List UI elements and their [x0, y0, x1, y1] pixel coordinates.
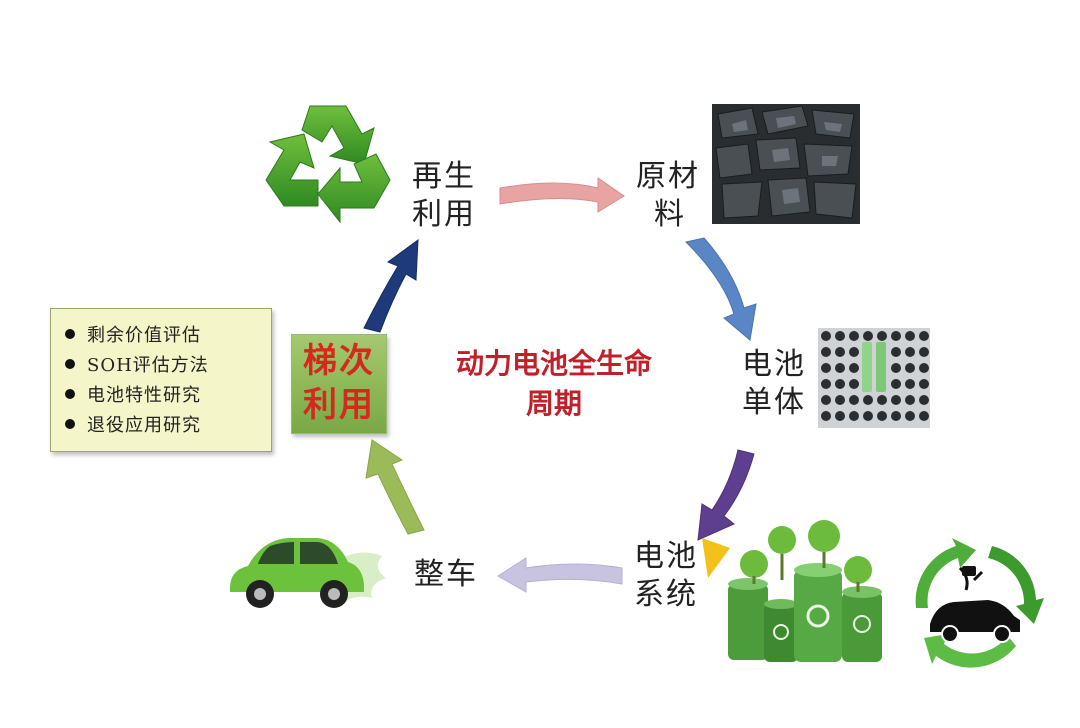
- node-reuse-line2: 利用: [412, 197, 476, 232]
- cascade-utilization-box: 梯次 利用: [291, 334, 387, 434]
- node-cell-line2: 单体: [742, 385, 806, 420]
- evaluation-notes-box: 剩余价值评估 SOH评估方法 电池特性研究 退役应用研究: [50, 308, 272, 452]
- node-raw-line2: 料: [654, 197, 686, 232]
- node-vehicle-line1: 整车: [414, 557, 478, 592]
- node-system-line2: 系统: [634, 577, 698, 612]
- bullet-icon: [65, 329, 75, 339]
- note-text: SOH评估方法: [87, 355, 209, 376]
- arrow-cascade-to-reuse: [363, 238, 419, 333]
- center-title-line2: 周期: [525, 387, 582, 420]
- note-item: 电池特性研究: [65, 379, 271, 409]
- bullet-icon: [65, 359, 75, 369]
- arrow-cell-to-system: [697, 449, 755, 541]
- center-title-line1: 动力电池全生命: [455, 347, 652, 380]
- arrow-vehicle-to-cascade: [365, 439, 425, 535]
- green-batteries-icon: [728, 520, 882, 662]
- node-system-line1: 电池: [634, 539, 698, 574]
- green-electric-car-icon: [230, 538, 386, 608]
- bullet-icon: [65, 389, 75, 399]
- node-cell-line1: 电池: [742, 347, 806, 382]
- note-item: 退役应用研究: [65, 409, 271, 439]
- recycling-symbol-icon: [265, 105, 391, 224]
- battery-cell-photo: [818, 328, 930, 428]
- bullet-icon: [65, 419, 75, 429]
- arrow-raw-to-cell: [685, 237, 757, 341]
- arrow-system-to-vehicle: [497, 557, 623, 593]
- node-reuse-line1: 再生: [412, 159, 476, 194]
- node-label-vehicle: 整车: [414, 556, 478, 594]
- raw-material-photo: [712, 104, 860, 224]
- arrow-reuse-to-raw: [499, 177, 625, 213]
- note-item: SOH评估方法: [65, 349, 271, 379]
- ev-recycling-logo-icon: [915, 538, 1044, 668]
- node-label-system: 电池 系统: [634, 538, 698, 614]
- node-label-reuse: 再生 利用: [412, 158, 476, 234]
- note-item: 剩余价值评估: [65, 319, 271, 349]
- node-label-cell: 电池 单体: [742, 346, 806, 422]
- note-text: 退役应用研究: [87, 415, 201, 436]
- yellow-marker-icon: [702, 538, 730, 578]
- note-text: 剩余价值评估: [87, 325, 201, 346]
- node-label-raw-material: 原材 料: [636, 158, 700, 234]
- note-text: 电池特性研究: [87, 385, 201, 406]
- diagram-center-title: 动力电池全生命 周期: [404, 344, 704, 424]
- node-raw-line1: 原材: [636, 159, 700, 194]
- cascade-line2: 利用: [303, 385, 375, 425]
- cascade-line1: 梯次: [303, 341, 375, 381]
